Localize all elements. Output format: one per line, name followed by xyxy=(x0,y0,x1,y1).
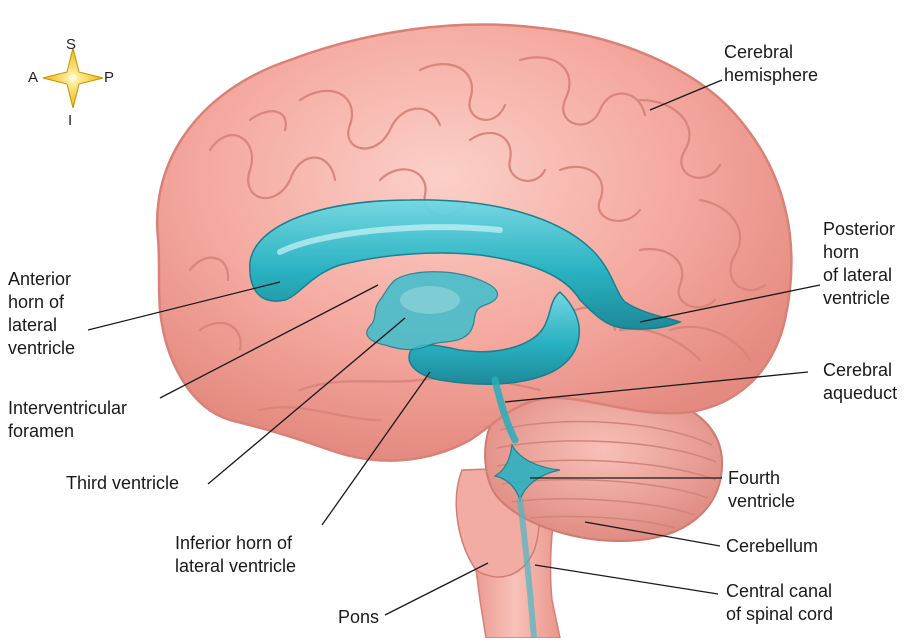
leader-central-canal xyxy=(535,565,718,594)
label-pons: Pons xyxy=(338,606,379,629)
label-line: ventricle xyxy=(728,490,795,513)
label-cerebral-hemisphere: Cerebral hemisphere xyxy=(724,41,818,87)
label-line: Anterior xyxy=(8,268,75,291)
label-line: ventricle xyxy=(8,337,75,360)
label-line: Interventricular xyxy=(8,397,127,420)
label-line: foramen xyxy=(8,420,127,443)
compass-star-icon xyxy=(43,48,103,108)
label-line: Third ventricle xyxy=(66,472,179,495)
label-cerebellum: Cerebellum xyxy=(726,535,818,558)
label-line: Posterior xyxy=(823,218,895,241)
label-line: Central canal xyxy=(726,580,833,603)
label-anterior-horn: Anterior horn of lateral ventricle xyxy=(8,268,75,360)
label-cerebral-aqueduct: Cerebral aqueduct xyxy=(823,359,897,405)
label-line: lateral xyxy=(8,314,75,337)
label-interventricular-foramen: Interventricular foramen xyxy=(8,397,127,443)
compass-posterior: P xyxy=(104,69,114,86)
label-line: Cerebral xyxy=(724,41,818,64)
label-central-canal: Central canal of spinal cord xyxy=(726,580,833,626)
label-fourth-ventricle: Fourth ventricle xyxy=(728,467,795,513)
label-line: ventricle xyxy=(823,287,895,310)
label-line: Fourth xyxy=(728,467,795,490)
compass-superior: S xyxy=(66,36,76,53)
label-line: horn of xyxy=(8,291,75,314)
label-line: hemisphere xyxy=(724,64,818,87)
label-line: Pons xyxy=(338,606,379,629)
compass-inferior: I xyxy=(68,112,72,129)
label-line: Cerebellum xyxy=(726,535,818,558)
label-inferior-horn: Inferior horn of lateral ventricle xyxy=(175,532,296,578)
label-line: of lateral xyxy=(823,264,895,287)
compass-anterior: A xyxy=(28,69,38,86)
label-third-ventricle: Third ventricle xyxy=(66,472,179,495)
label-posterior-horn: Posterior horn of lateral ventricle xyxy=(823,218,895,310)
label-line: Cerebral xyxy=(823,359,897,382)
label-line: horn xyxy=(823,241,895,264)
leader-pons xyxy=(385,563,488,615)
label-line: Inferior horn of xyxy=(175,532,296,555)
label-line: of spinal cord xyxy=(726,603,833,626)
label-line: aqueduct xyxy=(823,382,897,405)
label-line: lateral ventricle xyxy=(175,555,296,578)
